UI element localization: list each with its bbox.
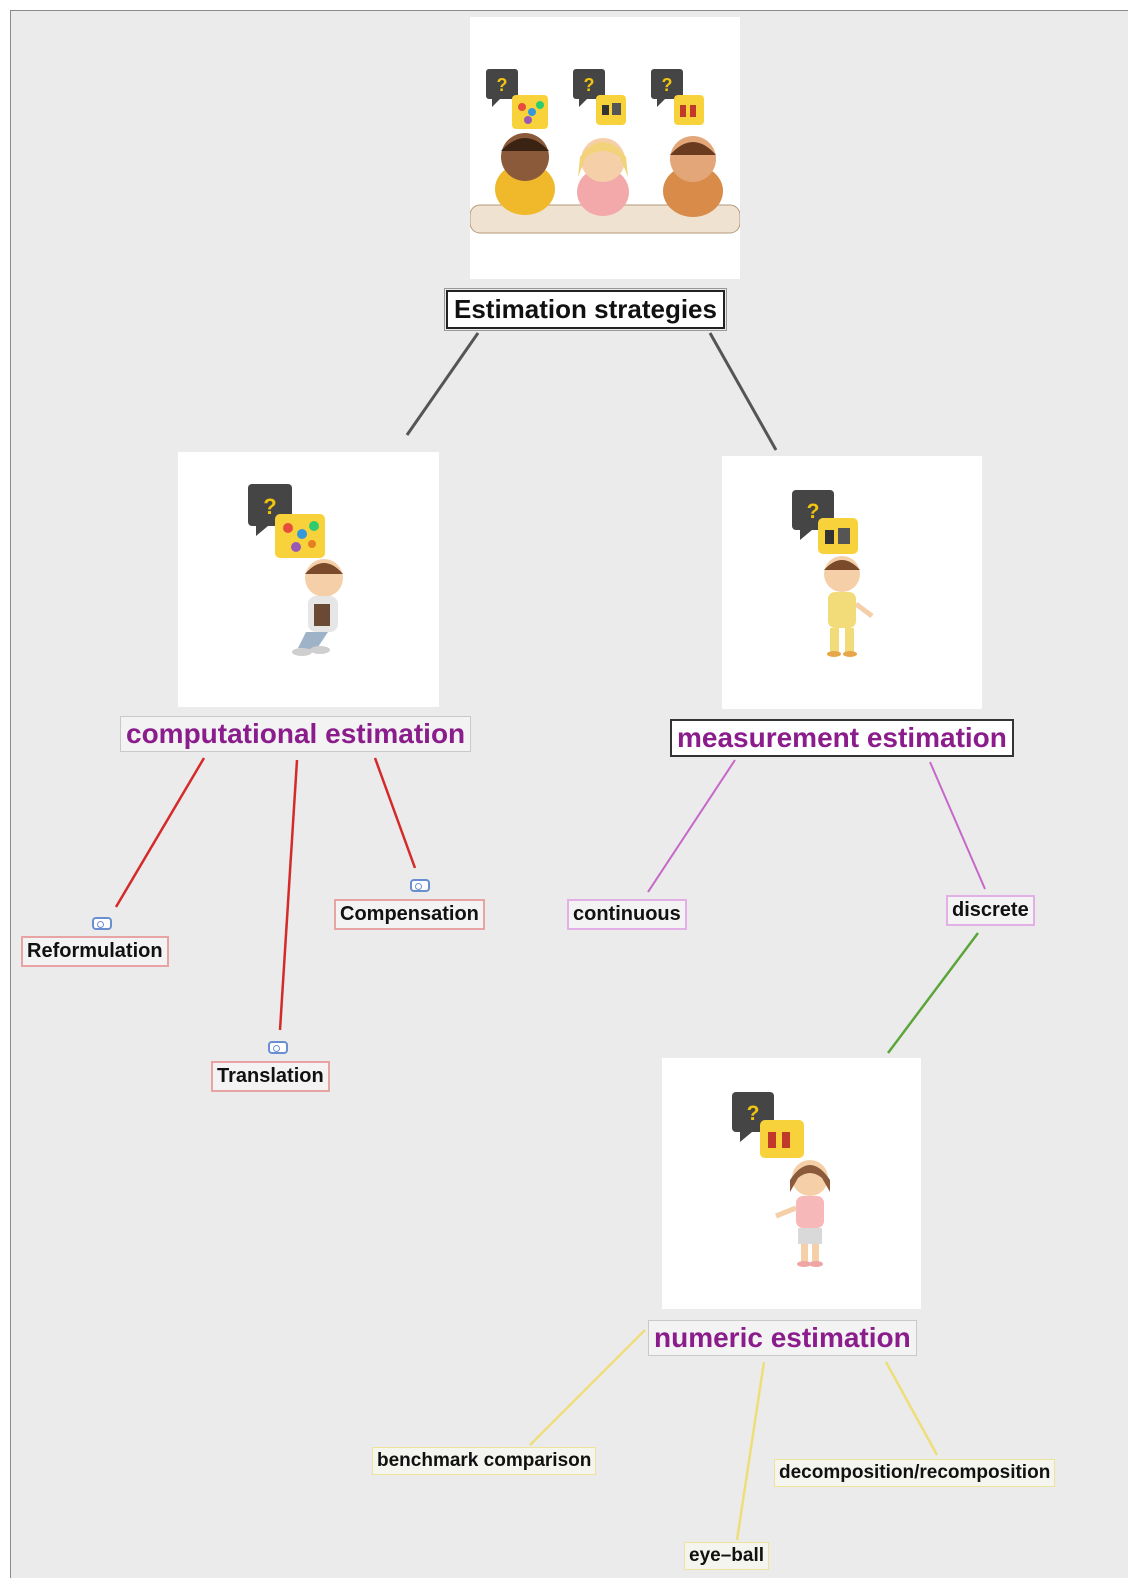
benchmark-comparison-node[interactable]: benchmark comparison <box>372 1447 597 1475</box>
idea-bubble-icon <box>818 518 858 554</box>
compensation-node[interactable]: Compensation <box>334 899 485 930</box>
eye-ball-node[interactable]: eye–ball <box>684 1542 769 1570</box>
idea-bubble-icon <box>760 1120 804 1158</box>
measurement-estimation-node[interactable]: measurement estimation <box>670 719 1014 757</box>
root-node[interactable]: Estimation strategies <box>444 288 727 331</box>
numeric-estimation-node[interactable]: numeric estimation <box>648 1320 917 1356</box>
measurement-illustration: ? <box>722 456 982 709</box>
decomposition-recomposition-node[interactable]: decomposition/recomposition <box>774 1459 1056 1487</box>
link-numeric-benchmark <box>529 1329 646 1446</box>
link-computational-compensation <box>373 757 417 869</box>
svg-text:?: ? <box>263 494 276 519</box>
question-bubble-icon: ? ? ? <box>486 69 683 107</box>
link-discrete-numeric <box>887 932 979 1054</box>
idea-bubble-icon <box>512 95 704 129</box>
discrete-node[interactable]: discrete <box>946 895 1035 926</box>
reformulation-node[interactable]: Reformulation <box>21 936 169 967</box>
link-numeric-eyeball <box>735 1361 766 1541</box>
computational-illustration: ? <box>178 452 439 707</box>
link-computational-reformulation <box>114 757 206 908</box>
children-figures <box>469 133 741 234</box>
link-computational-translation <box>278 759 299 1031</box>
girl-figure <box>775 1160 830 1267</box>
link-root-computational <box>405 332 480 436</box>
computational-estimation-node[interactable]: computational estimation <box>120 716 472 752</box>
boy-figure <box>292 559 343 656</box>
link-measurement-discrete <box>929 761 986 890</box>
svg-text:?: ? <box>662 75 673 95</box>
root-illustration: ? ? ? <box>469 17 741 279</box>
note-tag-icon[interactable] <box>410 879 430 892</box>
svg-text:?: ? <box>807 500 820 523</box>
svg-text:?: ? <box>747 1102 760 1125</box>
idea-bubble-icon <box>275 514 325 558</box>
numeric-illustration: ? <box>662 1058 921 1309</box>
svg-text:?: ? <box>584 75 595 95</box>
note-tag-icon[interactable] <box>268 1041 288 1054</box>
svg-text:?: ? <box>497 75 508 95</box>
link-measurement-continuous <box>647 759 736 893</box>
link-numeric-decomposition <box>884 1361 939 1456</box>
link-root-measurement <box>708 332 778 451</box>
boy-figure <box>824 556 874 657</box>
translation-node[interactable]: Translation <box>211 1061 330 1092</box>
continuous-node[interactable]: continuous <box>567 899 687 930</box>
note-tag-icon[interactable] <box>92 917 112 930</box>
